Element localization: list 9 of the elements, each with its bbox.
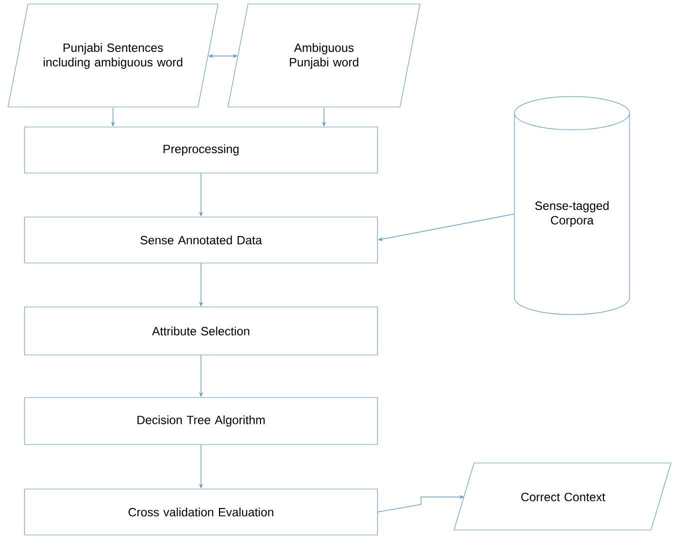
database-cylinder: Sense-tagged Corpora [514,96,630,315]
process-box: Attribute Selection [24,306,378,356]
data-parallelogram: Correct Context [454,462,672,530]
process-box: Cross validation Evaluation [24,488,378,536]
process-box: Decision Tree Algorithm [24,397,378,445]
process-box: Sense Annotated Data [24,216,378,264]
process-box: Preprocessing [24,126,378,174]
data-parallelogram: Ambiguous Punjabi word [228,4,420,108]
data-parallelogram: Punjabi Sentences including ambiguous word [8,4,218,108]
